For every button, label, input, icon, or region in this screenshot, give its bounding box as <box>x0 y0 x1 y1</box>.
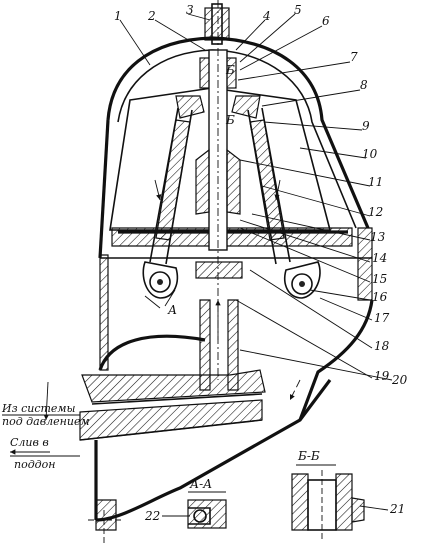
leader-lines <box>119 13 393 517</box>
callout-15: 15 <box>372 272 387 286</box>
callout-numbers: 1 2 3 4 5 6 7 8 9 10 11 12 13 14 15 16 1… <box>114 3 408 523</box>
callout-20: 20 <box>391 373 408 387</box>
drain-label-line2: поддон <box>14 458 56 471</box>
centrifuge-body <box>79 261 374 545</box>
flow-labels: Из системы под давлением Слив в поддон <box>1 402 90 471</box>
section-mark-b-mid: Б <box>225 113 235 127</box>
section-title-bb: Б-Б <box>297 449 320 463</box>
nozzles <box>142 261 321 299</box>
inlet-label-line2: под давлением <box>2 415 90 428</box>
callout-7: 7 <box>350 50 358 64</box>
callout-3: 3 <box>186 3 194 17</box>
callout-10: 10 <box>362 147 378 161</box>
section-marks: А Б Б <box>144 63 235 317</box>
section-view-aa: А-А <box>187 477 227 529</box>
callout-4: 4 <box>262 9 271 23</box>
callout-22: 22 <box>144 509 160 523</box>
callout-12: 12 <box>368 205 383 219</box>
section-title-aa: А-А <box>189 477 212 491</box>
callout-17: 17 <box>374 311 390 325</box>
flow-arrows <box>10 179 301 455</box>
callout-1: 1 <box>114 9 122 23</box>
callout-8: 8 <box>360 78 368 92</box>
callout-5: 5 <box>294 3 302 17</box>
callout-2: 2 <box>147 9 156 23</box>
callout-11: 11 <box>368 175 383 189</box>
callout-13: 13 <box>370 230 386 244</box>
section-mark-b-top: Б <box>225 63 235 77</box>
section-mark-a: А <box>167 303 177 317</box>
callout-6: 6 <box>322 14 330 28</box>
callout-16: 16 <box>372 290 388 304</box>
callout-9: 9 <box>362 119 370 133</box>
callout-18: 18 <box>374 339 390 353</box>
inlet-label-line1: Из системы <box>1 402 76 415</box>
callout-14: 14 <box>372 251 387 265</box>
callout-21: 21 <box>389 502 405 516</box>
section-view-bb: Б-Б <box>291 449 365 540</box>
drain-label-line1: Слив в <box>10 436 49 449</box>
callout-19: 19 <box>374 369 390 383</box>
rotor-axle <box>175 0 261 380</box>
